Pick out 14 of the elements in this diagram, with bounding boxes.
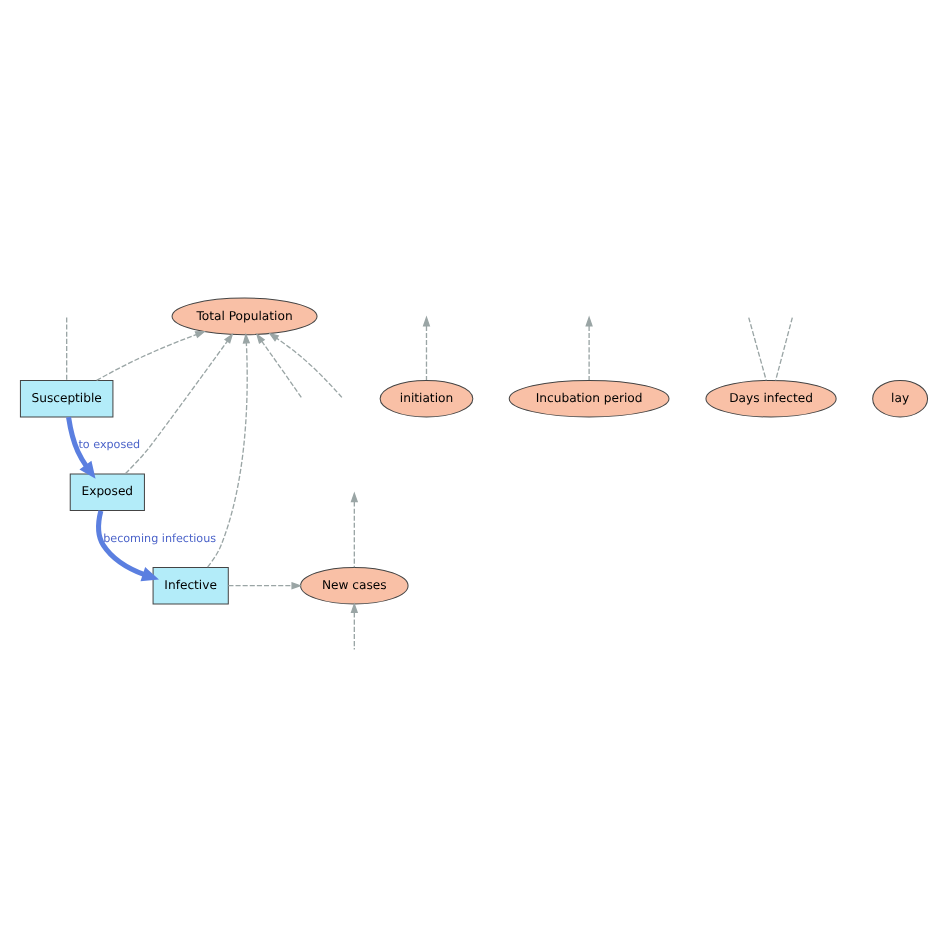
arrow [350,490,359,567]
arrow [350,601,359,650]
arrow [585,314,593,380]
connector [66,315,68,380]
arrow [95,329,206,381]
arrow [124,331,234,474]
arrow [255,332,302,398]
arrow [206,331,251,567]
arrow [66,415,96,478]
connector [748,315,767,381]
connector [774,315,793,381]
arrow [422,314,431,380]
arrow [227,580,303,589]
arrow [268,331,343,398]
